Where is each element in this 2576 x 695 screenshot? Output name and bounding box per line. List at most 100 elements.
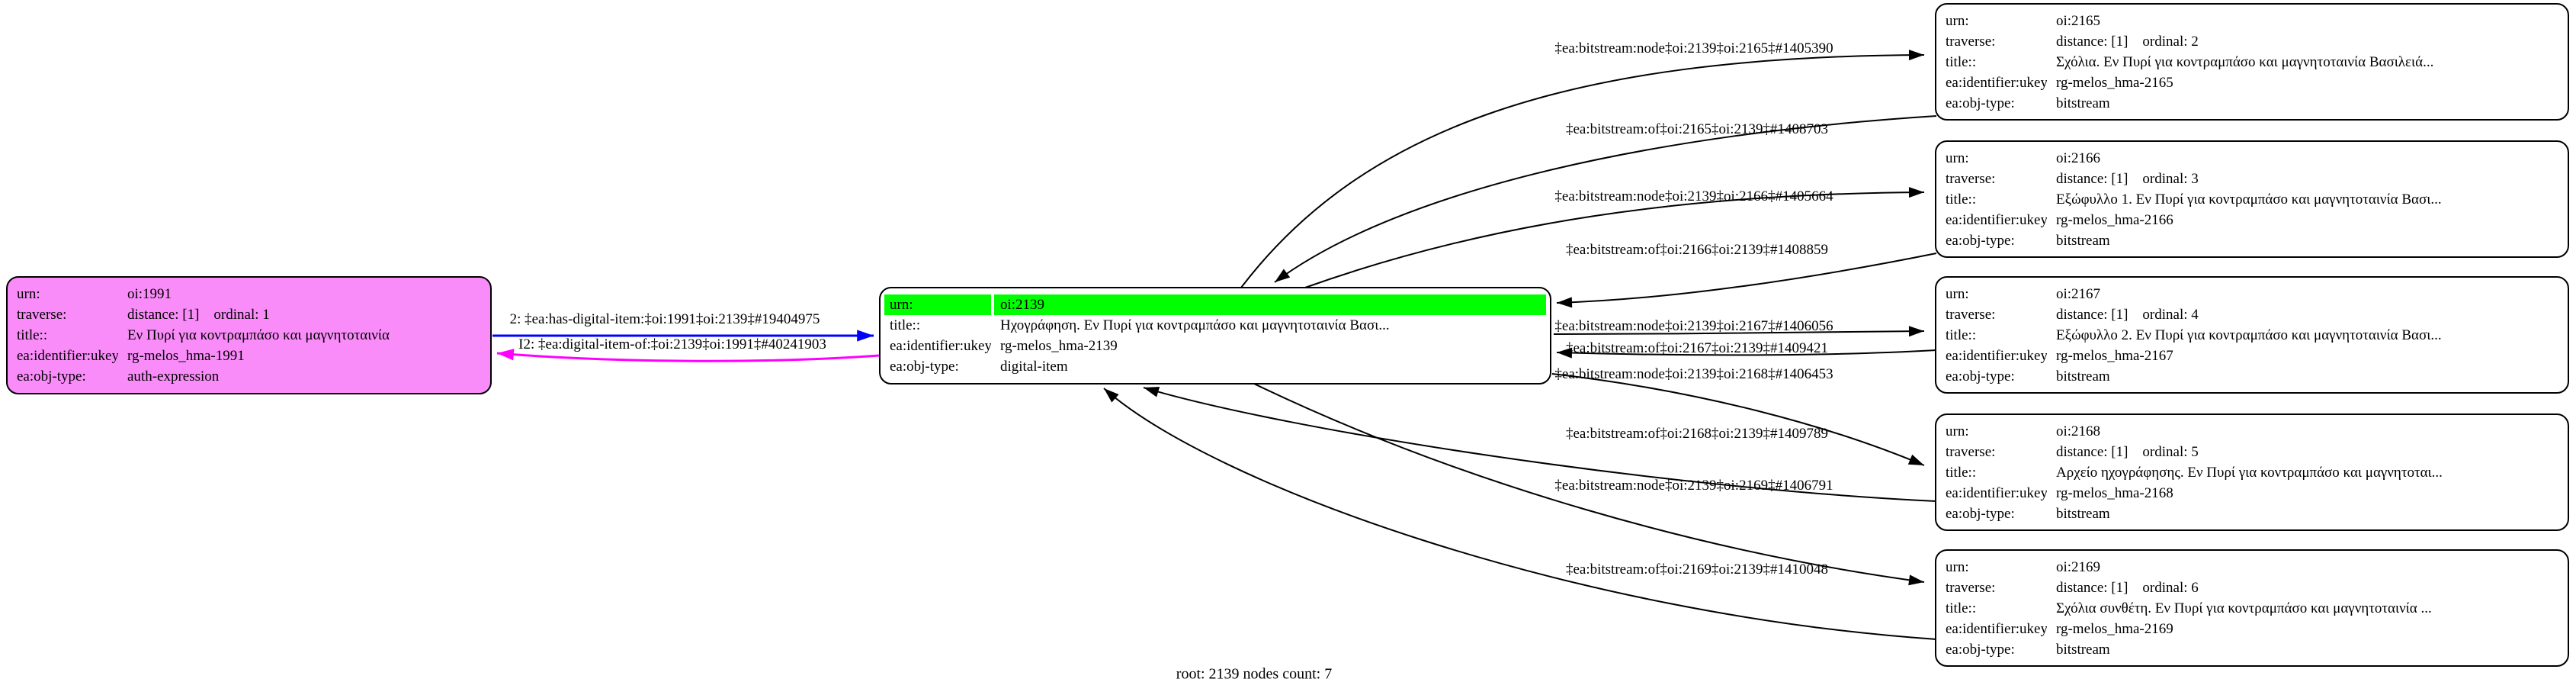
edge-label-bitstream-of-2169: ‡ea:bitstream:of‡oi:2169‡oi:2139‡#141004… bbox=[1565, 561, 1829, 578]
field-value: distance: [1] ordinal: 4 bbox=[2056, 307, 2199, 323]
field-key: ea:obj-type: bbox=[1946, 506, 2015, 522]
field-key: ea:identifier:ukey bbox=[17, 348, 118, 364]
field-value: oi:2168 bbox=[2056, 423, 2101, 439]
field-row: urn: oi:2169 bbox=[1936, 557, 2568, 578]
edge-bitstream-node-2166 bbox=[1304, 187, 1925, 288]
edge-label-bitstream-of-2168: ‡ea:bitstream:of‡oi:2168‡oi:2139‡#140978… bbox=[1565, 426, 1829, 442]
field-value: rg-melos_hma-2139 bbox=[1000, 338, 1118, 354]
field-key: ea:obj-type: bbox=[17, 368, 86, 385]
field-key: ea:obj-type: bbox=[1946, 368, 2015, 385]
field-value: Ηχογράφηση. Εν Πυρί για κοντραμπάσο και … bbox=[1000, 317, 1390, 333]
field-row: title::Σχόλια συνθέτη. Εν Πυρί για κοντρ… bbox=[1936, 598, 2568, 619]
edge-label-digital-item-of: I2: ‡ea:digital-item-of:‡oi:2139‡oi:1991… bbox=[518, 336, 826, 352]
field-key: ea:identifier:ukey bbox=[1946, 485, 2047, 501]
field-value: bitstream bbox=[2056, 642, 2110, 658]
field-value: rg-melos_hma-1991 bbox=[127, 348, 245, 364]
field-row: ea:identifier:ukey rg-melos_hma-2139 bbox=[881, 336, 1550, 356]
field-row: ea:obj-type: bitstream bbox=[1936, 504, 2568, 524]
field-row: ea:identifier:ukey rg-melos_hma-2167 bbox=[1936, 346, 2568, 366]
field-value: oi:1991 bbox=[127, 286, 172, 302]
field-row: ea:obj-type:bitstream bbox=[1936, 639, 2568, 660]
field-row: title::Εξώφυλλο 1. Εν Πυρί για κοντραμπά… bbox=[1936, 189, 2568, 210]
field-value: Εξώφυλλο 1. Εν Πυρί για κοντραμπάσο και … bbox=[2056, 191, 2442, 208]
field-row: ea:identifier:ukey rg-melos_hma-2165 bbox=[1936, 72, 2568, 93]
field-value: rg-melos_hma-2166 bbox=[2056, 212, 2173, 228]
field-key: urn: bbox=[1946, 286, 1969, 302]
field-value: distance: [1] ordinal: 2 bbox=[2056, 34, 2199, 50]
field-key: ea:identifier:ukey bbox=[1946, 621, 2047, 637]
edge-bitstream-node-2168 bbox=[1551, 373, 1925, 466]
node-oi-2139[interactable]: urn:oi:2139 title::Ηχογράφηση. Εν Πυρί γ… bbox=[879, 287, 1551, 385]
field-value: oi:2166 bbox=[2056, 150, 2101, 166]
field-value: rg-melos_hma-2168 bbox=[2056, 485, 2173, 501]
field-key: traverse: bbox=[1946, 34, 1996, 50]
field-value: Εν Πυρί για κοντραμπάσο και μαγνητοταινί… bbox=[127, 327, 390, 343]
field-row: urn: oi:2166 bbox=[1936, 148, 2568, 169]
field-value: bitstream bbox=[2056, 95, 2110, 111]
field-row: title::Εξώφυλλο 2. Εν Πυρί για κοντραμπά… bbox=[1936, 325, 2568, 346]
edge-label-bitstream-of-2166: ‡ea:bitstream:of‡oi:2166‡oi:2139‡#140885… bbox=[1565, 242, 1829, 258]
field-row: urn: oi:2165 bbox=[1936, 11, 2568, 31]
node-oi-2169[interactable]: urn: oi:2169 traverse:distance: [1] ordin… bbox=[1935, 549, 2569, 667]
field-value: oi:2167 bbox=[2056, 286, 2101, 302]
field-row: title::Αρχείο ηχογράφησης. Εν Πυρί για κ… bbox=[1936, 462, 2568, 483]
field-row: traverse: distance: [1] ordinal: 4 bbox=[1936, 304, 2568, 325]
field-key: traverse: bbox=[1946, 171, 1996, 187]
field-key: ea:obj-type: bbox=[1946, 95, 2015, 111]
field-key: ea:identifier:ukey bbox=[1946, 348, 2047, 364]
field-value: distance: [1] ordinal: 1 bbox=[127, 307, 270, 323]
field-row: ea:identifier:ukey rg-melos_hma-1991 bbox=[8, 346, 490, 366]
field-value: Σχόλια συνθέτη. Εν Πυρί για κοντραμπάσο … bbox=[2056, 600, 2432, 616]
field-key: ea:identifier:ukey bbox=[1946, 75, 2047, 91]
field-value: rg-melos_hma-2169 bbox=[2056, 621, 2173, 637]
field-value: distance: [1] ordinal: 3 bbox=[2056, 171, 2199, 187]
edge-label-bitstream-node-2166: ‡ea:bitstream:node‡oi:2139‡oi:2166‡#1405… bbox=[1554, 188, 1833, 204]
field-row: ea:obj-type: bitstream bbox=[1936, 366, 2568, 387]
field-key: title:: bbox=[890, 317, 921, 333]
edge-label-bitstream-node-2168: ‡ea:bitstream:node‡oi:2139‡oi:2168‡#1406… bbox=[1554, 366, 1833, 382]
field-row: traverse:distance: [1] ordinal: 1 bbox=[8, 304, 490, 325]
edge-bitstream-of-2166 bbox=[1556, 253, 1937, 308]
field-key: traverse: bbox=[1946, 444, 1996, 460]
node-oi-2165[interactable]: urn: oi:2165 traverse: distance: [1] ordin… bbox=[1935, 3, 2569, 121]
field-value: oi:2169 bbox=[2056, 559, 2101, 575]
field-key: ea:identifier:ukey bbox=[1946, 212, 2047, 228]
field-key: traverse: bbox=[1946, 307, 1996, 323]
field-key: traverse: bbox=[1946, 580, 1996, 596]
field-value: bitstream bbox=[2056, 506, 2110, 522]
edge-label-bitstream-node-2169: ‡ea:bitstream:node‡oi:2139‡oi:2169‡#1406… bbox=[1554, 478, 1833, 494]
field-value: auth-expression bbox=[127, 368, 220, 385]
field-value: oi:2165 bbox=[2056, 13, 2101, 29]
field-value: distance: [1] ordinal: 5 bbox=[2056, 444, 2199, 460]
field-row: urn: oi:1991 bbox=[8, 284, 490, 304]
node-oi-2166[interactable]: urn: oi:2166 traverse: distance: [1] ordin… bbox=[1935, 140, 2569, 258]
field-row: ea:obj-type: bitstream bbox=[1936, 93, 2568, 114]
edge-label-bitstream-node-2167: ‡ea:bitstream:node‡oi:2139‡oi:2167‡#1406… bbox=[1554, 318, 1833, 334]
field-value: bitstream bbox=[2056, 368, 2110, 385]
field-key: urn: bbox=[1946, 13, 1969, 29]
field-key: ea:identifier:ukey bbox=[890, 338, 991, 354]
edge-label-bitstream-of-2167: ‡ea:bitstream:of‡oi:2167‡oi:2139‡#140942… bbox=[1565, 340, 1829, 356]
field-value: bitstream bbox=[2056, 233, 2110, 249]
field-row: ea:identifier:ukey rg-melos_hma-2169 bbox=[1936, 619, 2568, 639]
field-row: traverse:distance: [1] ordinal: 6 bbox=[1936, 578, 2568, 598]
edge-label-bitstream-of-2165: ‡ea:bitstream:of‡oi:2165‡oi:2139‡#140870… bbox=[1565, 121, 1829, 137]
field-key: urn: bbox=[17, 286, 40, 302]
field-row: ea:obj-type:digital-item bbox=[881, 356, 1550, 377]
field-key: urn: bbox=[884, 294, 991, 315]
field-key: urn: bbox=[1946, 150, 1969, 166]
edge-label-bitstream-node-2165: ‡ea:bitstream:node‡oi:2139‡oi:2165‡#1405… bbox=[1554, 40, 1833, 56]
field-value: rg-melos_hma-2167 bbox=[2056, 348, 2173, 364]
field-key: urn: bbox=[1946, 423, 1969, 439]
field-row-highlighted: urn:oi:2139 bbox=[881, 294, 1550, 315]
graph-caption: root: 2139 nodes count: 7 bbox=[1176, 665, 1333, 683]
field-key: urn: bbox=[1946, 559, 1969, 575]
field-row: urn: oi:2167 bbox=[1936, 284, 2568, 304]
field-value: rg-melos_hma-2165 bbox=[2056, 75, 2173, 91]
node-oi-1991[interactable]: urn: oi:1991 traverse:distance: [1] ordin… bbox=[6, 276, 492, 394]
field-value: Εξώφυλλο 2. Εν Πυρί για κοντραμπάσο και … bbox=[2056, 327, 2442, 343]
node-oi-2168[interactable]: urn: oi:2168 traverse: distance: [1] ordin… bbox=[1935, 413, 2569, 531]
field-row: ea:obj-type: auth-expression bbox=[8, 366, 490, 387]
node-oi-2167[interactable]: urn: oi:2167 traverse: distance: [1] ordin… bbox=[1935, 276, 2569, 394]
